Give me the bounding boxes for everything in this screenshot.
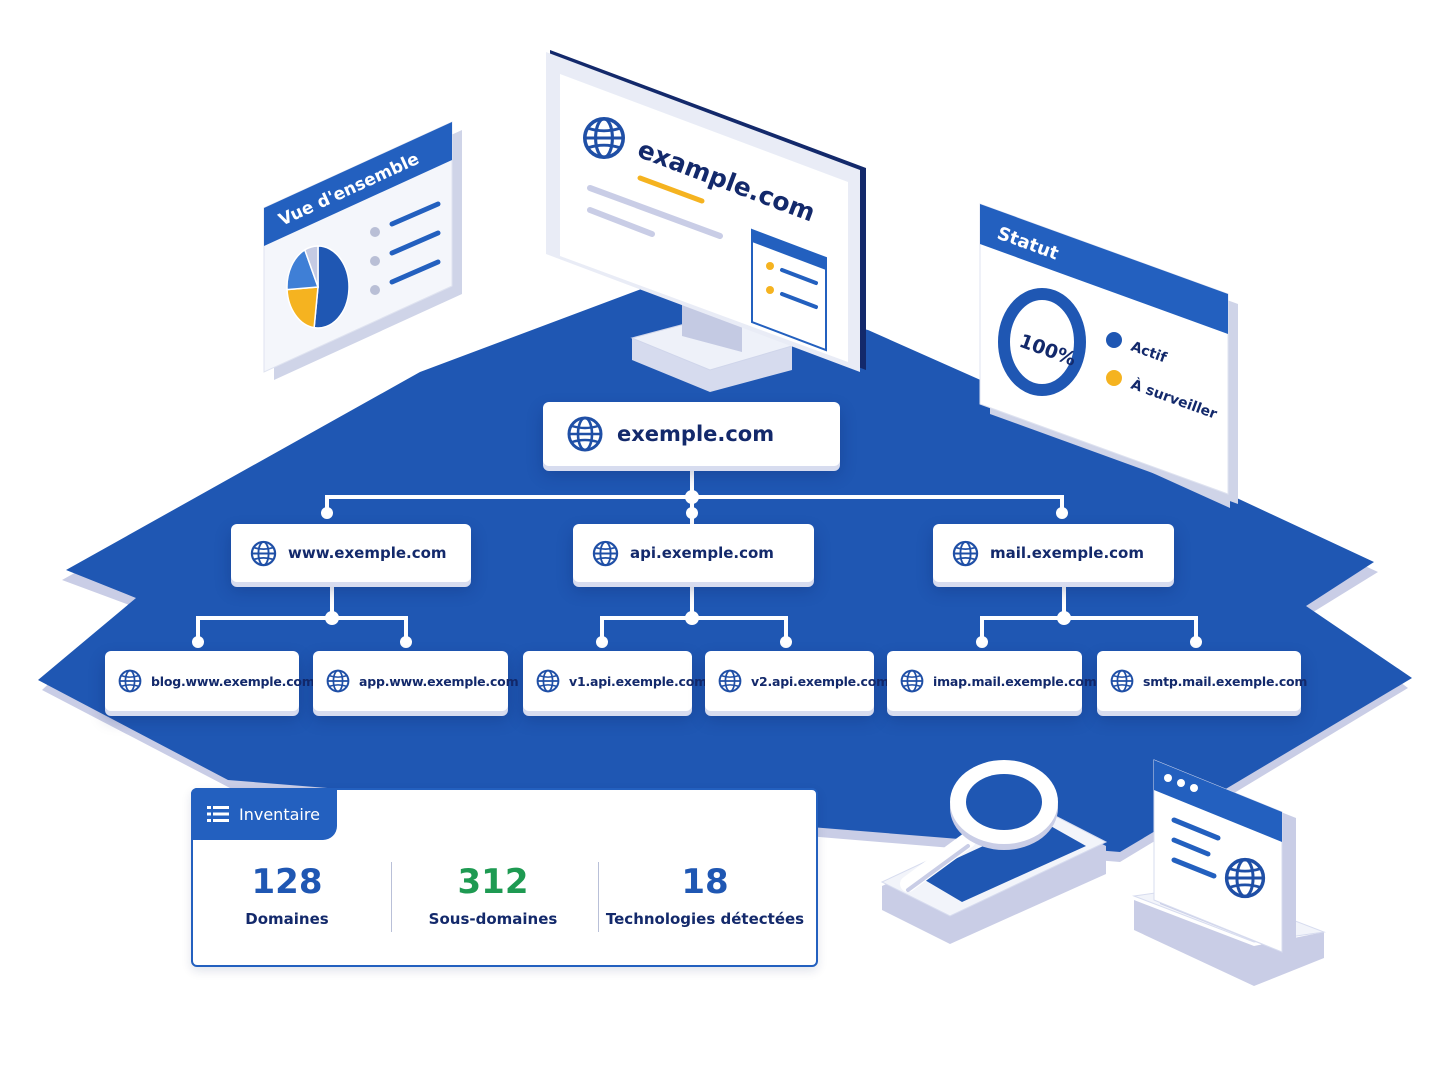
globe-icon	[565, 414, 605, 454]
tree-connector-joints	[192, 490, 1202, 648]
stat-divider	[598, 862, 599, 932]
tree-node-label: www.exemple.com	[288, 544, 447, 562]
inventory-tab: Inventaire	[191, 788, 337, 840]
browser-window-icon	[1132, 759, 1326, 986]
overview-legend-lines	[370, 201, 441, 295]
tree-leaf-label: v2.api.exemple.com	[751, 673, 889, 689]
tree-leaf-imap-mail[interactable]: imap.mail.exemple.com	[887, 651, 1097, 711]
status-ring	[998, 288, 1086, 396]
tree-node-www[interactable]: www.exemple.com	[231, 524, 471, 582]
tree-leaf-app-www[interactable]: app.www.exemple.com	[313, 651, 519, 711]
pie-slice	[286, 248, 320, 291]
overview-pie-chart	[286, 245, 350, 329]
tree-root-label: exemple.com	[617, 422, 775, 446]
globe-icon	[591, 539, 620, 568]
overview-card: Vue d'ensemble	[263, 121, 462, 380]
pie-slice	[286, 286, 319, 329]
status-card: Statut 100% Actif À surveiller	[979, 203, 1238, 508]
stat-domains: 128 Domaines	[187, 862, 387, 928]
tree-leaf-label: app.www.exemple.com	[359, 673, 519, 689]
stat-label: Technologies détectées	[605, 910, 805, 928]
stat-label: Domaines	[245, 910, 329, 928]
globe-icon	[717, 668, 743, 694]
tree-root-node[interactable]: exemple.com	[543, 402, 840, 466]
pie-slice	[303, 245, 319, 288]
tree-leaf-smtp-mail[interactable]: smtp.mail.exemple.com	[1097, 651, 1307, 711]
tree-leaf-v1-api[interactable]: v1.api.exemple.com	[523, 651, 707, 711]
globe-icon	[899, 668, 925, 694]
globe-icon	[951, 539, 980, 568]
tree-leaf-blog-www[interactable]: blog.www.exemple.com	[105, 651, 315, 711]
magnifier-icon	[880, 760, 1108, 944]
tree-node-label: api.exemple.com	[630, 544, 774, 562]
status-ring-arc	[998, 288, 1086, 396]
monitor: example.com	[546, 50, 866, 392]
tree-node-api[interactable]: api.exemple.com	[573, 524, 814, 582]
globe-icon	[1109, 668, 1135, 694]
tree-leaf-label: blog.www.exemple.com	[151, 673, 315, 689]
inventory-panel: Inventaire 128 Domaines 312 Sous-domaine…	[191, 788, 818, 967]
tree-leaf-label: imap.mail.exemple.com	[933, 673, 1097, 689]
globe-icon	[535, 668, 561, 694]
tree-node-mail[interactable]: mail.exemple.com	[933, 524, 1174, 582]
stat-divider	[391, 862, 392, 932]
globe-icon	[325, 668, 351, 694]
stat-technologies: 18 Technologies détectées	[605, 862, 805, 928]
tree-node-label: mail.exemple.com	[990, 544, 1144, 562]
stat-value: 312	[457, 862, 529, 902]
inventory-title: Inventaire	[239, 804, 320, 824]
stat-value: 18	[681, 862, 729, 902]
tree-leaf-v2-api[interactable]: v2.api.exemple.com	[705, 651, 889, 711]
tree-leaf-label: v1.api.exemple.com	[569, 673, 707, 689]
stat-subdomains: 312 Sous-domaines	[393, 862, 593, 928]
status-legend-watch-dot	[1106, 370, 1122, 386]
tree-leaf-label: smtp.mail.exemple.com	[1143, 673, 1308, 689]
globe-icon	[117, 668, 143, 694]
list-icon	[207, 806, 229, 822]
stat-value: 128	[251, 862, 323, 902]
pie-slice	[313, 245, 350, 329]
status-legend-actif-dot	[1106, 332, 1122, 348]
globe-icon	[249, 539, 278, 568]
stat-label: Sous-domaines	[428, 910, 558, 928]
